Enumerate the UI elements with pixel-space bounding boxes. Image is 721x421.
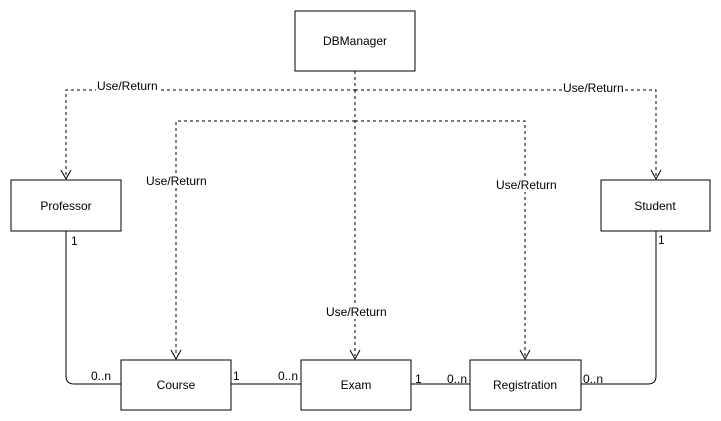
multiplicity-labels: 1 0..n 1 0..n 1 0..n 0..n 1 — [71, 233, 665, 386]
multiplicity-exam-to-registration: 1 — [415, 372, 422, 386]
node-professor[interactable]: Professor — [10, 179, 122, 232]
multiplicity-course-from-professor: 0..n — [91, 369, 111, 383]
dependency-labels: Use/Return Use/Return Use/Return Use/Ret… — [96, 79, 624, 319]
node-exam[interactable]: Exam — [300, 359, 412, 411]
node-course[interactable]: Course — [120, 359, 232, 411]
multiplicity-student-end: 1 — [658, 233, 665, 247]
dependency-label-student: Use/Return — [563, 81, 624, 95]
multiplicity-registration-from-exam: 0..n — [447, 372, 467, 386]
dependency-line-professor — [65, 71, 356, 176]
node-registration[interactable]: Registration — [469, 359, 582, 411]
dependency-label-professor: Use/Return — [97, 79, 158, 93]
dependency-line-course — [175, 120, 355, 356]
node-label-student: Student — [634, 199, 676, 213]
multiplicity-professor-end: 1 — [71, 234, 78, 248]
multiplicity-exam-from-course: 0..n — [278, 369, 298, 383]
dependency-lines — [65, 71, 657, 356]
dependency-line-student — [355, 89, 657, 176]
node-label-professor: Professor — [40, 199, 91, 213]
arrowhead-exam — [349, 349, 361, 361]
dependency-line-registration — [355, 120, 526, 356]
arrowhead-student — [650, 169, 662, 181]
arrowhead-course — [170, 349, 182, 361]
arrowhead-professor — [60, 169, 72, 181]
association-registration-student — [581, 231, 657, 385]
multiplicity-registration-to-student: 0..n — [583, 372, 603, 386]
node-label-exam: Exam — [341, 378, 372, 392]
dependency-label-exam: Use/Return — [326, 305, 387, 319]
dependency-label-registration: Use/Return — [496, 178, 557, 192]
association-professor-course — [65, 231, 121, 385]
node-student[interactable]: Student — [600, 179, 711, 232]
node-label-dbmanager: DBManager — [323, 34, 387, 48]
dependency-label-course: Use/Return — [146, 174, 207, 188]
node-dbmanager[interactable]: DBManager — [294, 10, 416, 72]
arrowhead-registration — [519, 349, 531, 361]
node-label-course: Course — [157, 378, 196, 392]
arrowheads — [60, 169, 662, 361]
multiplicity-course-to-exam: 1 — [233, 369, 240, 383]
node-label-registration: Registration — [493, 378, 557, 392]
association-lines — [65, 231, 657, 385]
